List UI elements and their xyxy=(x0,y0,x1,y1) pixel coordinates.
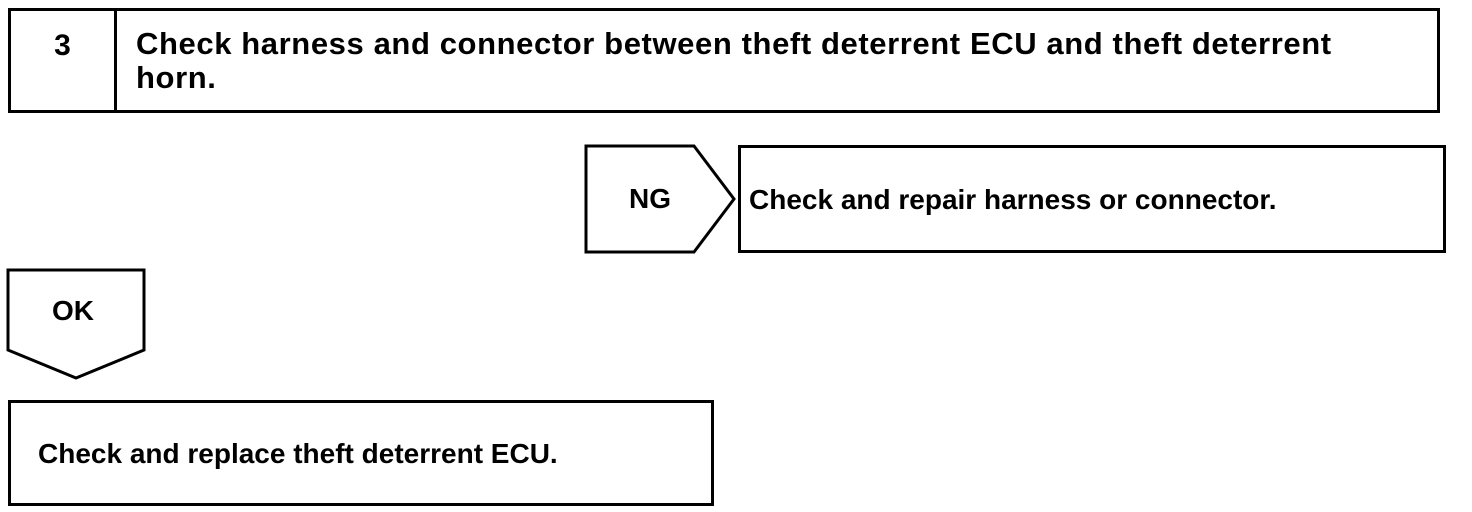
step-number: 3 xyxy=(11,11,117,110)
ng-result-box: Check and repair harness or connector. xyxy=(738,145,1446,253)
step-description: Check harness and connector between thef… xyxy=(136,26,1332,95)
ng-label: NG xyxy=(629,183,671,214)
ok-arrow-tag xyxy=(6,268,146,380)
ng-result-text: Check and repair harness or connector. xyxy=(749,184,1277,215)
step-box: 3 Check harness and connector between th… xyxy=(8,8,1440,113)
ok-result-text: Check and replace theft deterrent ECU. xyxy=(38,438,558,469)
ok-label: OK xyxy=(52,295,94,326)
ng-arrow-tag xyxy=(584,144,736,254)
ok-result-box: Check and replace theft deterrent ECU. xyxy=(8,400,714,506)
